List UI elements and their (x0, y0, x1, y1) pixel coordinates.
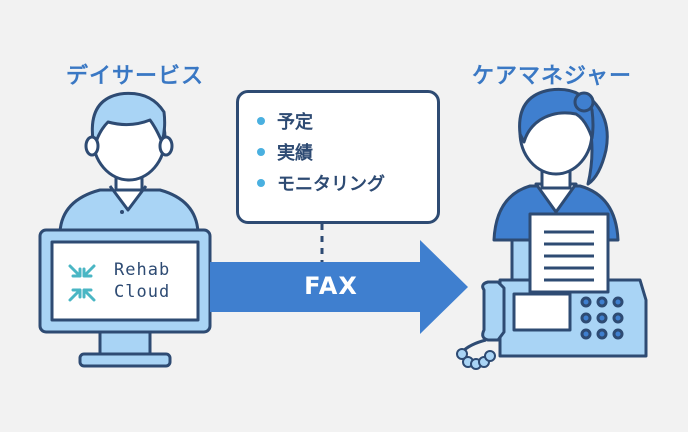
phone-cord (456, 348, 496, 370)
rehab-cloud-logo: Rehab Cloud (56, 252, 194, 312)
list-item-label: 予定 (277, 112, 313, 133)
fax-arrow (210, 240, 468, 334)
care-manager-label: ケアマネジャー (472, 64, 632, 89)
day-service-person-icon (58, 91, 200, 234)
handset-icon (481, 280, 506, 342)
info-bubble: 予定 実績 モニタリング (236, 90, 440, 224)
bullet-icon (257, 117, 265, 125)
list-item: モニタリング (257, 169, 437, 200)
bullet-icon (257, 148, 265, 156)
logo-line-2: Cloud (114, 282, 171, 302)
fax-display (512, 292, 572, 332)
day-service-label: デイサービス (65, 64, 204, 89)
list-item: 予定 (257, 107, 437, 138)
list-item-label: 実績 (277, 143, 313, 164)
fax-label: FAX (304, 272, 358, 300)
logo-line-1: Rehab (114, 260, 171, 280)
keypad (580, 296, 624, 340)
fax-machine-icon (460, 212, 648, 358)
rehab-cloud-logo-icon (68, 264, 96, 302)
bullet-icon (257, 179, 265, 187)
list-item: 実績 (257, 138, 437, 169)
list-item-label: モニタリング (277, 174, 385, 195)
paper-icon (528, 212, 610, 294)
info-list: 予定 実績 モニタリング (257, 107, 437, 200)
